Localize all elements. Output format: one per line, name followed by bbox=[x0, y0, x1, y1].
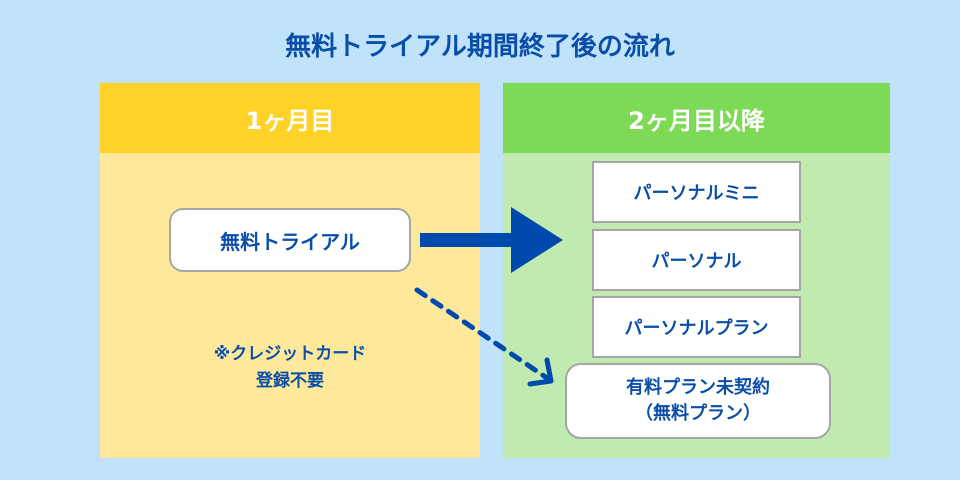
free-trial-box: 無料トライアル bbox=[169, 208, 411, 272]
plan-label: パーソナルプラン bbox=[624, 318, 769, 339]
diagram-title: 無料トライアル期間終了後の流れ bbox=[285, 32, 675, 62]
plan-label: パーソナル bbox=[651, 251, 742, 272]
plan-personal: パーソナル bbox=[592, 229, 801, 291]
plan-personal-plan: パーソナルプラン bbox=[592, 296, 801, 358]
month1-header: 1ヶ月目 bbox=[100, 83, 480, 153]
month2-panel: 2ヶ月目以降 パーソナルミニ パーソナル パーソナルプラン 有料プラン未契約 （… bbox=[503, 83, 890, 458]
free-trial-label: 無料トライアル bbox=[220, 229, 360, 254]
month2-header: 2ヶ月目以降 bbox=[503, 83, 890, 153]
plan-personal-mini: パーソナルミニ bbox=[592, 161, 801, 223]
note-line-1: ※クレジットカード bbox=[213, 344, 367, 364]
free-plan-box: 有料プラン未契約 （無料プラン） bbox=[565, 363, 831, 439]
free-plan-line-1: 有料プラン未契約 bbox=[626, 377, 770, 398]
month1-panel: 1ヶ月目 無料トライアル ※クレジットカード 登録不要 bbox=[100, 83, 480, 458]
credit-card-note: ※クレジットカード 登録不要 bbox=[100, 341, 480, 395]
plan-label: パーソナルミニ bbox=[633, 183, 760, 204]
free-plan-line-2: （無料プラン） bbox=[635, 403, 761, 424]
note-line-2: 登録不要 bbox=[256, 371, 324, 391]
